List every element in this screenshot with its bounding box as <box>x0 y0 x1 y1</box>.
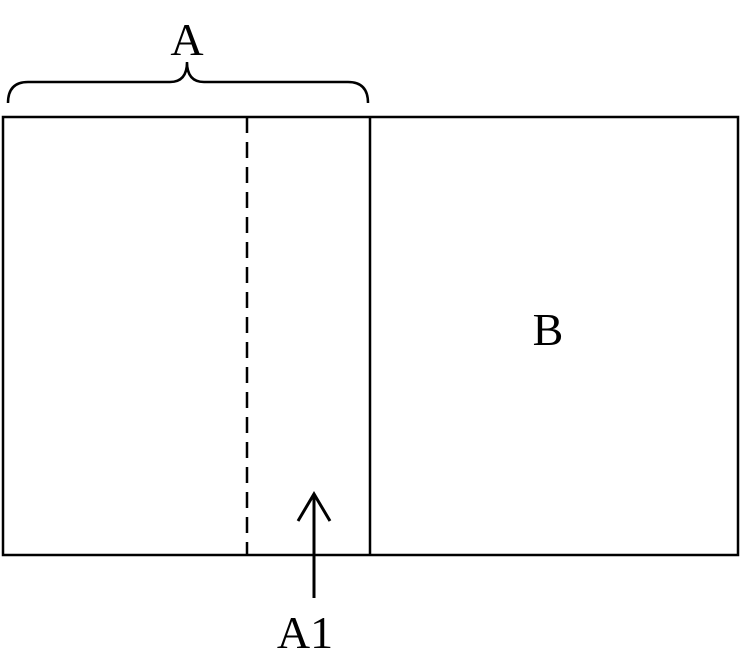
curly-brace <box>6 61 370 104</box>
arrow-label: A1 <box>277 607 333 658</box>
region-b-label: B <box>533 304 564 355</box>
brace-label: A <box>170 14 203 65</box>
arrow-head <box>296 491 332 522</box>
arrow <box>296 491 332 598</box>
